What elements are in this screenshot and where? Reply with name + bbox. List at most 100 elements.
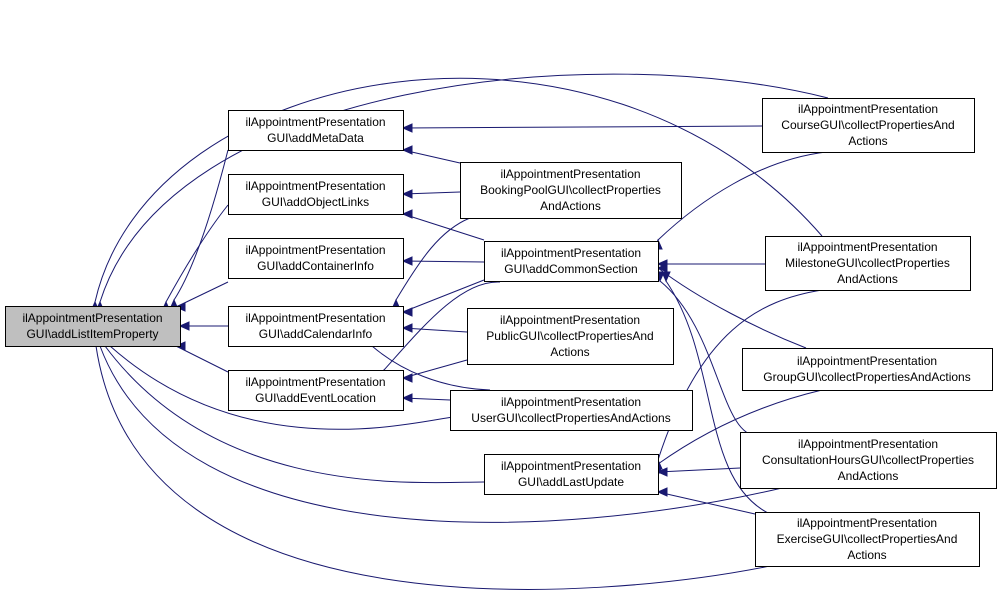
- edge-arrowhead: [656, 263, 668, 273]
- edge-line: [109, 345, 461, 430]
- node-box[interactable]: [484, 454, 659, 495]
- edge-arrowhead: [401, 373, 413, 383]
- node-box[interactable]: [450, 390, 693, 431]
- node-booking-pool[interactable]: ilAppointmentPresentationBookingPoolGUI\…: [460, 162, 682, 219]
- node-add-container-info[interactable]: ilAppointmentPresentationGUI\addContaine…: [228, 238, 404, 279]
- node-public-gui[interactable]: ilAppointmentPresentationPublicGUI\colle…: [467, 308, 674, 365]
- edge-line: [99, 73, 829, 303]
- node-box[interactable]: [755, 512, 980, 567]
- edge-line: [402, 359, 468, 379]
- edge-line: [395, 217, 471, 301]
- node-milestone-gui[interactable]: ilAppointmentPresentationMilestoneGUI\co…: [765, 236, 971, 291]
- node-label-line: ilAppointmentPresentation: [245, 375, 385, 389]
- node-label-line: ConsultationHoursGUI\collectProperties: [762, 453, 974, 467]
- edge-line: [402, 327, 468, 333]
- node-add-common-section[interactable]: ilAppointmentPresentationGUI\addCommonSe…: [484, 241, 659, 282]
- node-label-line: BookingPoolGUI\collectProperties: [480, 183, 661, 197]
- node-label-line: ExerciseGUI\collectPropertiesAnd: [777, 532, 958, 546]
- node-label-line: CourseGUI\collectPropertiesAnd: [781, 118, 954, 132]
- edge-arrowhead: [656, 467, 668, 477]
- node-label-line: ilAppointmentPresentation: [501, 395, 641, 409]
- node-box[interactable]: [765, 236, 971, 291]
- node-label-line: GUI\addContainerInfo: [257, 259, 374, 273]
- node-box[interactable]: [467, 308, 674, 365]
- edge-arrowhead: [401, 209, 413, 219]
- node-group-gui[interactable]: ilAppointmentPresentationGroupGUI\collec…: [742, 348, 993, 391]
- node-add-object-links[interactable]: ilAppointmentPresentationGUI\addObjectLi…: [228, 174, 404, 215]
- node-label-line: Actions: [847, 548, 886, 562]
- node-add-calendar-info[interactable]: ilAppointmentPresentationGUI\addCalendar…: [228, 306, 404, 347]
- edge-arrowhead: [178, 321, 190, 331]
- edge-line: [371, 345, 491, 391]
- edge-arrowhead: [401, 189, 413, 199]
- edge-line: [94, 77, 823, 303]
- node-label-line: ilAppointmentPresentation: [501, 459, 641, 473]
- node-box[interactable]: [228, 174, 404, 215]
- node-box[interactable]: [228, 370, 404, 411]
- node-label-line: GroupGUI\collectPropertiesAndActions: [763, 370, 970, 384]
- node-label-line: GUI\addLastUpdate: [518, 475, 624, 489]
- node-label-line: UserGUI\collectPropertiesAndActions: [471, 411, 670, 425]
- node-label-line: Actions: [550, 345, 589, 359]
- node-box[interactable]: [228, 306, 404, 347]
- node-course-gui[interactable]: ilAppointmentPresentationCourseGUI\colle…: [762, 98, 975, 153]
- edge-line: [95, 345, 771, 590]
- node-label-line: ilAppointmentPresentation: [798, 437, 938, 451]
- edge-line: [657, 389, 823, 465]
- node-label-line: ilAppointmentPresentation: [245, 311, 385, 325]
- edge-line: [402, 213, 485, 241]
- edge-line: [402, 279, 485, 313]
- node-label-line: GUI\addCommonSection: [504, 262, 637, 276]
- node-label-line: GUI\addListItemProperty: [26, 327, 158, 341]
- node-label-line: PublicGUI\collectPropertiesAnd: [486, 329, 653, 343]
- node-label-line: ilAppointmentPresentation: [245, 179, 385, 193]
- edge-arrowhead: [656, 487, 668, 497]
- node-target[interactable]: ilAppointmentPresentationGUI\addListItem…: [5, 306, 181, 347]
- edge-arrowhead: [401, 307, 413, 317]
- node-label-line: AndActions: [838, 469, 899, 483]
- node-label-line: MilestoneGUI\collectProperties: [785, 256, 950, 270]
- edge-line: [665, 280, 771, 515]
- node-user-gui[interactable]: ilAppointmentPresentationUserGUI\collect…: [450, 390, 693, 431]
- edge-line: [657, 151, 827, 241]
- edge-line: [657, 267, 807, 349]
- node-consultation-gui[interactable]: ilAppointmentPresentationConsultationHou…: [740, 432, 997, 489]
- node-label-line: AndActions: [837, 272, 898, 286]
- node-box[interactable]: [460, 162, 682, 219]
- edge-line: [99, 345, 783, 523]
- edge-line: [173, 149, 229, 301]
- node-label-line: ilAppointmentPresentation: [22, 311, 162, 325]
- node-box[interactable]: [228, 238, 404, 279]
- edge-line: [657, 491, 756, 515]
- node-label-line: ilAppointmentPresentation: [797, 354, 937, 368]
- node-label-line: ilAppointmentPresentation: [797, 240, 937, 254]
- node-box[interactable]: [742, 348, 993, 391]
- node-box[interactable]: [740, 432, 997, 489]
- edges: [90, 73, 829, 590]
- node-label-line: ilAppointmentPresentation: [501, 246, 641, 260]
- node-box[interactable]: [762, 98, 975, 153]
- node-label-line: ilAppointmentPresentation: [245, 243, 385, 257]
- node-label-line: GUI\addObjectLinks: [262, 195, 369, 209]
- node-exercise-gui[interactable]: ilAppointmentPresentationExerciseGUI\col…: [755, 512, 980, 567]
- edge-arrowhead: [661, 271, 671, 283]
- node-box[interactable]: [484, 241, 659, 282]
- node-label-line: GUI\addMetaData: [267, 131, 364, 145]
- edge-line: [165, 204, 229, 303]
- edge-arrowhead: [401, 256, 413, 266]
- edge-line: [383, 281, 501, 371]
- nodes: ilAppointmentPresentationGUI\addListItem…: [5, 98, 997, 567]
- edge-arrowhead: [401, 123, 413, 133]
- node-add-last-update[interactable]: ilAppointmentPresentationGUI\addLastUpda…: [484, 454, 659, 495]
- node-label-line: ilAppointmentPresentation: [245, 115, 385, 129]
- node-add-event-location[interactable]: ilAppointmentPresentationGUI\addEventLoc…: [228, 370, 404, 411]
- node-box[interactable]: [5, 306, 181, 347]
- edge-line: [104, 345, 485, 484]
- node-label-line: ilAppointmentPresentation: [500, 313, 640, 327]
- edge-arrowhead: [401, 145, 413, 155]
- node-box[interactable]: [228, 110, 404, 151]
- node-label-line: AndActions: [540, 199, 601, 213]
- edge-line: [402, 125, 763, 129]
